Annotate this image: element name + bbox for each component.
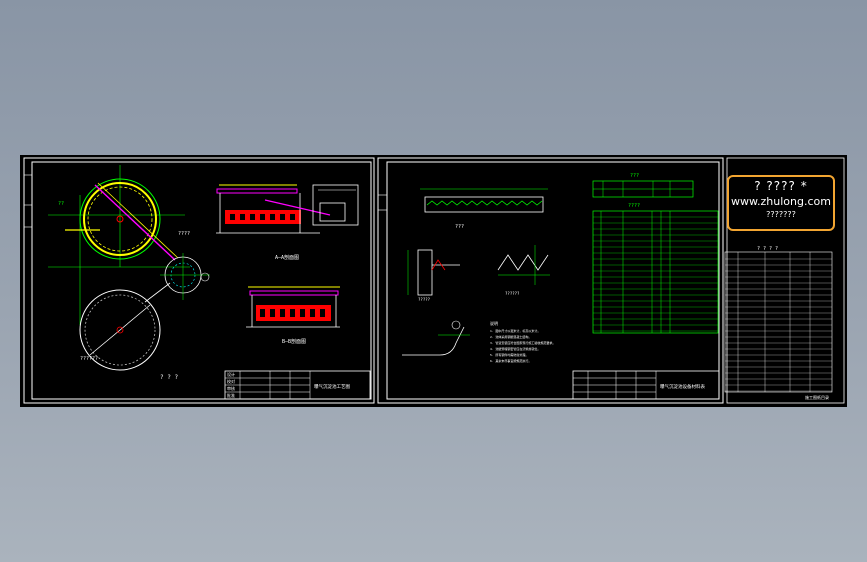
watermark-line-3: ??????? <box>766 210 796 219</box>
note-line: 2. 池体采用钢筋混凝土结构。 <box>490 334 531 339</box>
index-header: ? ? ? ? <box>757 246 778 252</box>
aeration-tank-plan: ?? ???? <box>48 165 190 325</box>
distribution-well-plan <box>160 253 210 300</box>
equipment-tables: ??? ???? <box>592 173 719 334</box>
title-block-cell: 批准 <box>227 392 235 398</box>
zhulong-watermark-badge: ? ???? * www.zhulong.com ??????? <box>727 175 835 231</box>
drawing-name: 曝气沉淀池工艺图 <box>314 383 350 390</box>
drawing-name: 曝气沉淀池设备材料表 <box>660 383 705 390</box>
detail-3-label: ?????? <box>505 291 520 296</box>
note-line: 1. 图中尺寸以毫米计，标高以米计。 <box>490 328 540 333</box>
pipe-detail <box>402 320 470 356</box>
plan-title: ?????? <box>80 356 98 362</box>
section-a-drawing: A—A剖面图 <box>216 184 359 261</box>
watermark-line-1: ? ???? * <box>754 179 808 193</box>
index-rows <box>725 258 832 392</box>
sheet-1-title-block: 设计 校对 审核 批准 曝气沉淀池工艺图 <box>224 370 371 400</box>
note-line: 4. 池壁预埋钢套管应在浇筑前就位。 <box>490 346 540 351</box>
detail-1-label: ??? <box>455 224 464 230</box>
notes-block: 说明 1. 图中尺寸以毫米计，标高以米计。 2. 池体采用钢筋混凝土结构。 3.… <box>490 320 555 363</box>
title-block-cell: 设计 <box>227 371 235 377</box>
section-a-label: A—A剖面图 <box>275 254 299 261</box>
table-2-rows <box>593 216 718 332</box>
table-2-title: ???? <box>628 203 640 209</box>
cad-model-viewport[interactable]: ?? ???? ?????? ? ? ? <box>20 155 847 407</box>
note-line: 5. 所有钢件均需防腐处理。 <box>490 352 528 357</box>
note-line: 6. 其余未尽事宜按规范执行。 <box>490 358 531 363</box>
title-block-cell: 校对 <box>227 378 235 384</box>
wall-detail: ????? <box>407 249 460 302</box>
table-1-title: ??? <box>630 173 639 179</box>
detail-2-label: ????? <box>418 297 431 302</box>
sheet-2: ??? ????? ?????? 说明 1. 图中尺寸以毫米计，标高以米计。 <box>377 157 724 404</box>
notes-title: 说明 <box>490 320 498 326</box>
plan-scale: ? ? ? <box>160 374 178 381</box>
weir-detail: ?????? <box>497 245 550 296</box>
sheet-2-title-block: 曝气沉淀池设备材料表 <box>572 370 720 400</box>
svg-text:??: ?? <box>58 201 64 207</box>
watermark-url: www.zhulong.com <box>731 195 831 208</box>
sedimentation-tank-plan: ?????? ? ? ? <box>79 282 178 381</box>
svg-text:????: ???? <box>178 231 190 237</box>
section-b-drawing: B—B剖面图 <box>246 286 340 345</box>
cad-drawing-canvas[interactable]: ?? ???? ?????? ? ? ? <box>20 155 847 407</box>
sheet-1: ?? ???? ?????? ? ? ? <box>23 157 375 404</box>
channel-detail: ??? <box>420 188 548 230</box>
note-line: 3. 管道安装应符合国家现行施工验收规范要求。 <box>490 340 555 345</box>
section-b-label: B—B剖面图 <box>282 338 306 345</box>
title-block-cell: 审核 <box>227 385 235 391</box>
drawing-index-panel: ? ? ? ? 施工图纸目录 <box>724 157 845 404</box>
index-footer: 施工图纸目录 <box>805 394 829 400</box>
